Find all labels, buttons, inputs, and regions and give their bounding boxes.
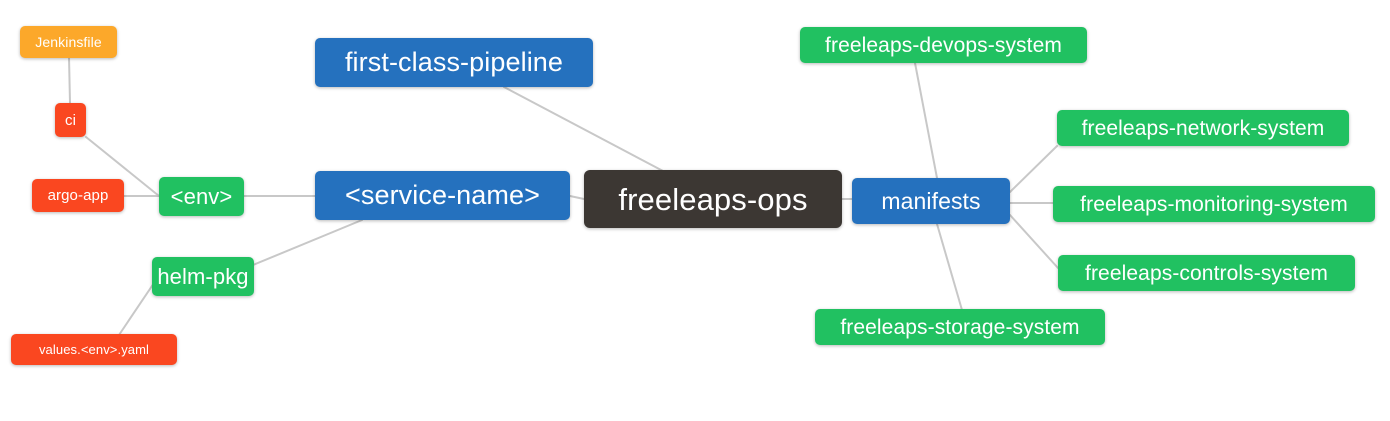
node-argo-app[interactable]: argo-app [32, 179, 124, 212]
edge-manifests-devopssystem [914, 62, 938, 179]
edge-manifests-storagesystem [936, 223, 963, 311]
node-root-freeleaps-ops-label: freeleaps-ops [618, 181, 808, 217]
node-freeleaps-storage-system-label: freeleaps-storage-system [840, 315, 1080, 339]
node-first-class-pipeline-label: first-class-pipeline [344, 47, 564, 77]
node-freeleaps-controls-system-label: freeleaps-controls-system [1085, 261, 1328, 285]
node-manifests[interactable]: manifests [852, 178, 1010, 224]
node-freeleaps-storage-system[interactable]: freeleaps-storage-system [815, 309, 1105, 345]
node-first-class-pipeline[interactable]: first-class-pipeline [315, 38, 593, 87]
node-freeleaps-controls-system[interactable]: freeleaps-controls-system [1058, 255, 1355, 291]
node-freeleaps-network-system[interactable]: freeleaps-network-system [1057, 110, 1349, 146]
edge-helmpkg-servicename [252, 219, 363, 266]
node-freeleaps-monitoring-system-label: freeleaps-monitoring-system [1080, 192, 1348, 216]
edge-servicename-root [569, 195, 585, 200]
node-values-env-yaml[interactable]: values.<env>.yaml [11, 334, 177, 365]
node-env-label: <env> [170, 183, 233, 209]
node-service-name-label: <service-name> [345, 180, 540, 210]
node-jenkinsfile-label: Jenkinsfile [35, 34, 102, 50]
node-freeleaps-devops-system[interactable]: freeleaps-devops-system [800, 27, 1087, 63]
node-ci-label: ci [64, 111, 77, 129]
node-values-env-yaml-label: values.<env>.yaml [38, 342, 150, 357]
node-manifests-label: manifests [881, 187, 981, 214]
node-env[interactable]: <env> [159, 177, 244, 216]
edge-firstclasspipeline-root [503, 86, 664, 172]
node-freeleaps-network-system-label: freeleaps-network-system [1081, 116, 1325, 140]
edge-jenkinsfile-ci [68, 56, 71, 104]
node-helm-pkg[interactable]: helm-pkg [152, 257, 254, 296]
node-service-name[interactable]: <service-name> [315, 171, 570, 220]
edge-manifests-controlssystem [1009, 214, 1059, 269]
node-freeleaps-devops-system-label: freeleaps-devops-system [825, 33, 1062, 57]
node-freeleaps-monitoring-system[interactable]: freeleaps-monitoring-system [1053, 186, 1375, 222]
node-root-freeleaps-ops[interactable]: freeleaps-ops [584, 170, 842, 228]
node-helm-pkg-label: helm-pkg [157, 263, 249, 289]
node-argo-app-label: argo-app [47, 187, 109, 204]
node-ci[interactable]: ci [55, 103, 86, 137]
node-jenkinsfile[interactable]: Jenkinsfile [20, 26, 117, 58]
edge-manifests-networksystem [1009, 145, 1058, 193]
